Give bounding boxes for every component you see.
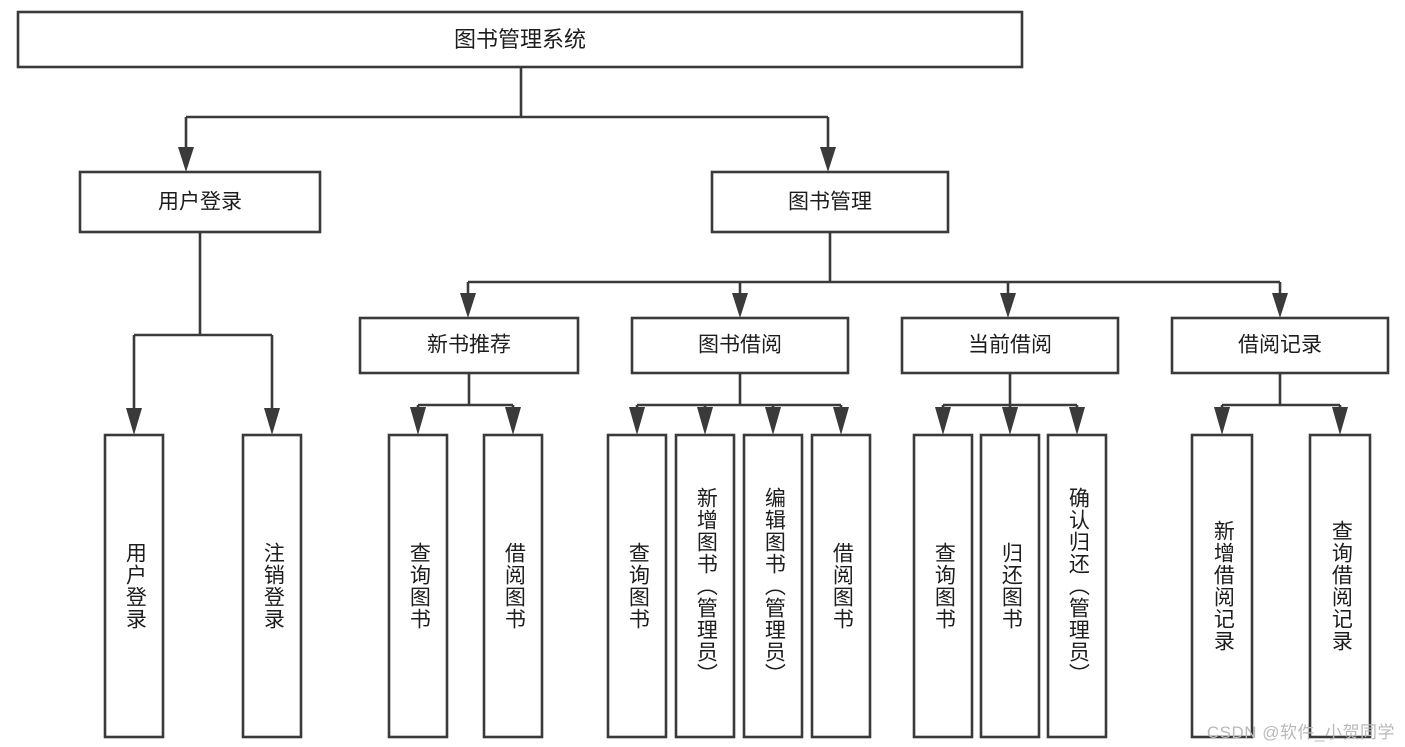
arrow-head-leaf-current-borrow-2 bbox=[1002, 407, 1018, 435]
node-book-mgmt-box[interactable] bbox=[710, 170, 950, 234]
arrow-head-leaf-book-borrow-4 bbox=[833, 407, 849, 435]
node-borrow-record-label: 借阅记录 bbox=[1238, 334, 1322, 357]
leaf-box-book-borrow-4[interactable] bbox=[810, 433, 872, 739]
leaf-box-book-borrow-2[interactable] bbox=[674, 433, 736, 739]
node-root-label: 图书管理系统 bbox=[454, 27, 586, 52]
node-root-box[interactable] bbox=[16, 10, 1024, 69]
arrow-head-leaf-book-borrow-3 bbox=[765, 407, 781, 435]
node-current-borrow-box[interactable] bbox=[900, 316, 1120, 375]
leaf-box-borrow-record-2[interactable] bbox=[1308, 433, 1372, 739]
arrow-head-book-mgmt bbox=[820, 147, 836, 172]
arrow-head-leaf-current-borrow-1 bbox=[935, 407, 951, 435]
node-borrow-record-box[interactable] bbox=[1170, 316, 1390, 375]
arrow-head-leaf-borrow-record-1 bbox=[1214, 407, 1230, 435]
arrow-head-current-borrow bbox=[1000, 293, 1016, 318]
node-current-borrow-label: 当前借阅 bbox=[968, 334, 1052, 357]
node-new-book-box[interactable] bbox=[358, 316, 580, 375]
arrow-head-leaf-book-borrow-1 bbox=[629, 407, 645, 435]
arrow-head-borrow-record bbox=[1272, 293, 1288, 318]
arrow-head-user-login bbox=[178, 147, 194, 172]
arrow-head-leaf-borrow-record-2 bbox=[1332, 407, 1348, 435]
arrow-head-new-book bbox=[460, 293, 476, 318]
arrow-head-leaf-new-book-1 bbox=[410, 407, 426, 435]
leaf-box-new-book-1[interactable] bbox=[387, 433, 449, 739]
arrow-head-leaf-user-login-1 bbox=[126, 408, 142, 435]
node-book-borrow-label: 图书借阅 bbox=[698, 334, 782, 357]
leaf-box-user-login-1[interactable] bbox=[103, 433, 165, 739]
node-book-borrow-box[interactable] bbox=[630, 316, 850, 375]
watermark-text: CSDN @软件_小贺同学 bbox=[1206, 723, 1395, 742]
arrow-head-book-borrow bbox=[732, 293, 748, 318]
node-user-login-label: 用户登录 bbox=[158, 191, 242, 214]
leaf-box-user-login-2[interactable] bbox=[241, 433, 303, 739]
leaf-box-borrow-record-1[interactable] bbox=[1190, 433, 1254, 739]
arrow-head-leaf-user-login-2 bbox=[264, 408, 280, 435]
node-new-book-label: 新书推荐 bbox=[427, 334, 511, 357]
leaf-box-book-borrow-3[interactable] bbox=[742, 433, 804, 739]
node-book-mgmt-label: 图书管理 bbox=[788, 191, 872, 214]
arrow-head-leaf-new-book-2 bbox=[505, 407, 521, 435]
leaf-box-new-book-2[interactable] bbox=[482, 433, 544, 739]
leaf-box-current-borrow-1[interactable] bbox=[912, 433, 974, 739]
arrow-head-leaf-current-borrow-3 bbox=[1069, 407, 1085, 435]
leaf-box-current-borrow-2[interactable] bbox=[979, 433, 1041, 739]
leaf-box-current-borrow-3[interactable] bbox=[1046, 433, 1108, 739]
leaf-box-book-borrow-1[interactable] bbox=[606, 433, 668, 739]
arrow-head-leaf-book-borrow-2 bbox=[697, 407, 713, 435]
